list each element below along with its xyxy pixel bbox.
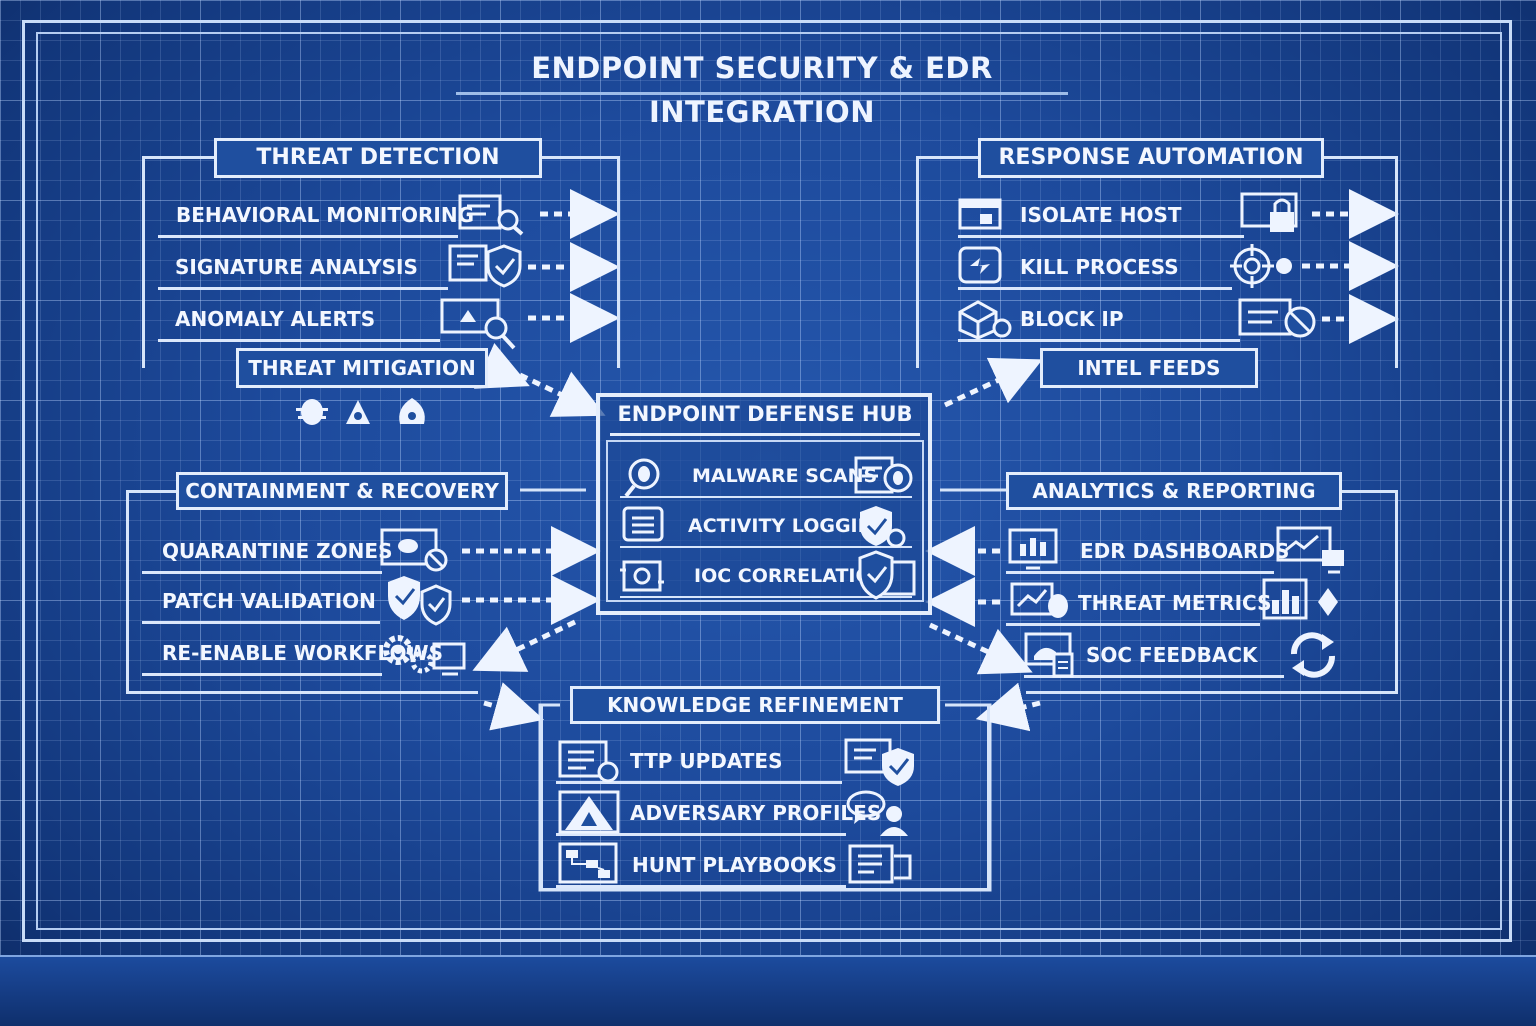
document-shield-icon: [448, 244, 522, 288]
mitigation-bug-icons: [296, 398, 425, 425]
update-shield-icon: [844, 738, 914, 786]
adversary-triangle-icon: [558, 790, 620, 834]
malware-search-icon: [624, 458, 660, 498]
containment-header: CONTAINMENT & RECOVERY: [176, 472, 508, 510]
patch-shield-icon: [388, 576, 452, 626]
floor-strip: [0, 955, 1536, 1026]
list-item[interactable]: QUARANTINE ZONES: [142, 528, 392, 574]
shield-verify-icon: [858, 550, 916, 600]
item-label: BLOCK IP: [1020, 307, 1124, 331]
playbook-flow-icon: [558, 842, 618, 884]
list-item[interactable]: EDR DASHBOARDS: [1006, 528, 1289, 574]
item-label: ANOMALY ALERTS: [175, 307, 376, 331]
list-item[interactable]: BLOCK IP: [958, 296, 1240, 342]
block-icon: [1238, 298, 1316, 338]
item-label: BEHAVIORAL MONITORING: [176, 203, 474, 227]
arrow-mitigation-hub: [518, 371, 606, 417]
response-automation-header: RESPONSE AUTOMATION: [978, 138, 1324, 178]
item-label: TTP UPDATES: [630, 749, 783, 773]
playbook-doc-icon: [848, 844, 912, 884]
list-item[interactable]: KILL PROCESS: [958, 244, 1232, 290]
refresh-icon: [1291, 632, 1335, 678]
list-item[interactable]: IOC CORRELATION: [620, 554, 912, 598]
dashboard-chart-icon: [1008, 528, 1058, 570]
log-list-icon: [622, 506, 664, 542]
list-item[interactable]: SOC FEEDBACK: [1024, 632, 1284, 678]
list-item[interactable]: HUNT PLAYBOOKS: [556, 842, 846, 888]
block-ip-cube-icon: [958, 300, 1012, 340]
outer-frame: [22, 20, 1512, 942]
ioc-chip-icon: [620, 560, 664, 592]
quarantine-icon: [380, 528, 448, 572]
intel-feeds-label: INTEL FEEDS: [1040, 348, 1258, 388]
item-label: EDR DASHBOARDS: [1080, 539, 1290, 563]
list-item[interactable]: SIGNATURE ANALYSIS: [158, 244, 448, 290]
item-label: PATCH VALIDATION: [162, 589, 376, 613]
list-item[interactable]: ANOMALY ALERTS: [158, 296, 440, 342]
item-label: ACTIVITY LOGGING: [688, 515, 890, 537]
item-label: SOC FEEDBACK: [1086, 643, 1258, 667]
item-label: ADVERSARY PROFILES: [630, 801, 882, 825]
feedback-chat-icon: [1024, 632, 1074, 678]
item-label: HUNT PLAYBOOKS: [632, 853, 837, 877]
target-icon: [1230, 244, 1292, 288]
alert-search-icon: [440, 298, 516, 350]
item-label: IOC CORRELATION: [694, 565, 888, 587]
item-label: MALWARE SCANS: [692, 465, 878, 487]
list-item[interactable]: THREAT METRICS: [1006, 580, 1271, 626]
title-underline: [456, 92, 1068, 95]
page-title: ENDPOINT SECURITY & EDR INTEGRATION: [531, 51, 993, 129]
hub-inner-frame: [606, 440, 924, 602]
profile-chat-icon: [846, 790, 908, 836]
item-label: ISOLATE HOST: [1020, 203, 1182, 227]
scan-bug-icon: [854, 456, 913, 494]
list-item[interactable]: BEHAVIORAL MONITORING: [158, 192, 474, 238]
arrow-hub-soc: [928, 622, 1033, 675]
knowledge-box: [540, 705, 990, 891]
knowledge-header: KNOWLEDGE REFINEMENT: [570, 686, 940, 724]
list-item[interactable]: ISOLATE HOST: [958, 192, 1244, 238]
item-label: KILL PROCESS: [1020, 255, 1179, 279]
arrow-mitigation-back: [474, 343, 530, 389]
host-isolate-icon: [958, 198, 1002, 230]
list-item[interactable]: ACTIVITY LOGGING: [620, 504, 912, 548]
lock-icon: [1240, 192, 1298, 232]
inner-frame: [36, 32, 1502, 930]
list-item[interactable]: ADVERSARY PROFILES: [556, 790, 881, 836]
gears-icon: [383, 635, 466, 676]
item-label: SIGNATURE ANALYSIS: [175, 255, 418, 279]
ttp-list-icon: [558, 740, 619, 783]
arrow-hub-intel: [943, 357, 1043, 408]
document-search-icon: [458, 194, 524, 236]
arrow-knowledge-right: [975, 682, 1041, 732]
hub-header: ENDPOINT DEFENSE HUB: [610, 396, 920, 436]
list-item[interactable]: PATCH VALIDATION: [142, 578, 380, 624]
list-item[interactable]: RE-ENABLE WORKFLOWS: [142, 630, 443, 676]
item-label: THREAT METRICS: [1078, 591, 1272, 615]
bar-metrics-icon: [1262, 578, 1338, 620]
arrow-knowledge-left: [483, 682, 545, 731]
kill-process-icon: [958, 246, 1002, 284]
threat-detection-header: THREAT DETECTION: [214, 138, 542, 178]
arrow-hub-workflows: [472, 619, 577, 672]
shield-check-icon: [860, 506, 906, 548]
metrics-monitor-icon: [1010, 582, 1068, 618]
threat-mitigation-label: THREAT MITIGATION: [236, 348, 488, 388]
analytics-header: ANALYTICS & REPORTING: [1006, 472, 1342, 510]
list-item[interactable]: MALWARE SCANS: [620, 454, 912, 498]
list-item[interactable]: TTP UPDATES: [556, 738, 842, 784]
trend-monitor-icon: [1276, 526, 1344, 574]
item-label: QUARANTINE ZONES: [162, 539, 393, 563]
